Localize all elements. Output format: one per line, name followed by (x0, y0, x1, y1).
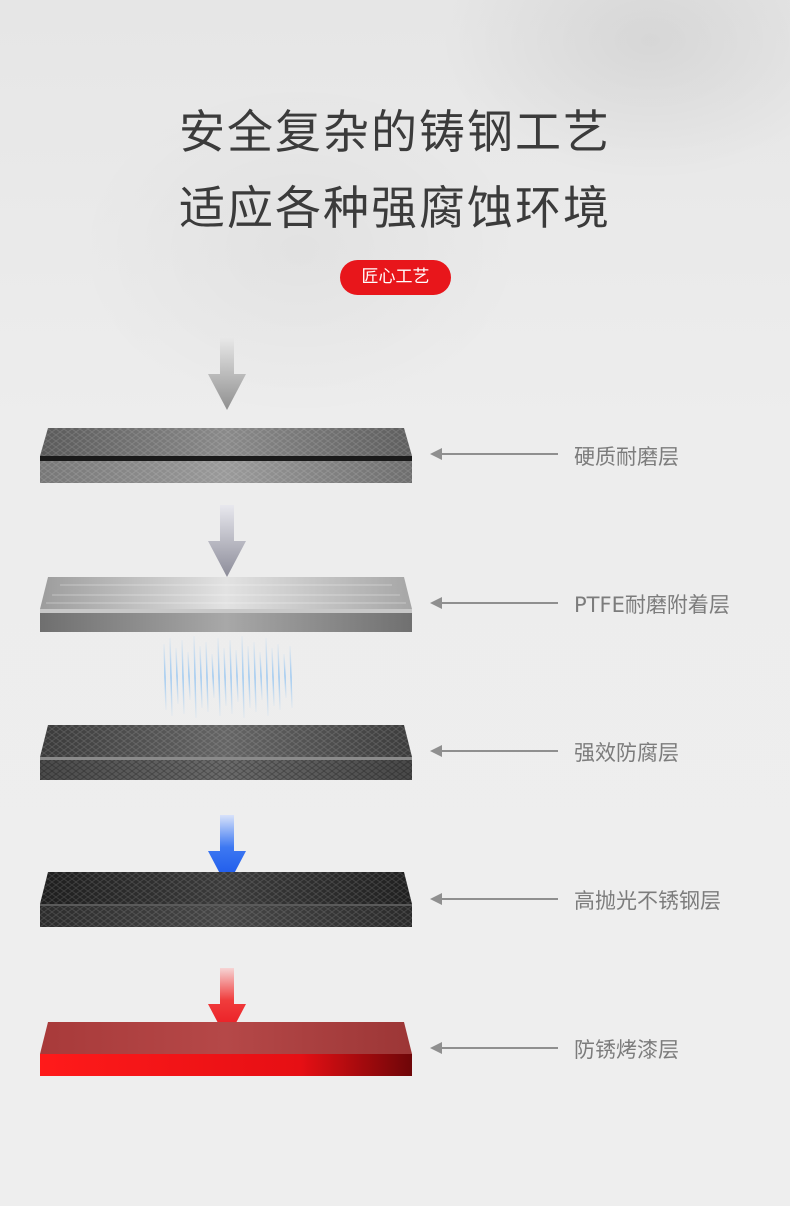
left-arrow-icon (430, 893, 558, 905)
left-arrow-icon (430, 597, 558, 609)
layer-label-stainless: 高抛光不锈钢层 (574, 889, 721, 913)
headline-line-2: 适应各种强腐蚀环境 (179, 181, 611, 235)
down-arrow-icon (208, 338, 246, 410)
slab-anticorrosion-layer (40, 725, 412, 780)
layer-label-ptfe: PTFE耐磨附着层 (574, 593, 730, 617)
craft-badge: 匠心工艺 (340, 260, 451, 295)
wave-icon (163, 635, 293, 719)
slab-ptfe-layer (40, 577, 412, 632)
slab-paint-layer (40, 1022, 412, 1076)
layer-label-hard-wear: 硬质耐磨层 (574, 445, 679, 469)
slab-hard-wear-layer (40, 428, 412, 483)
down-arrow-icon (208, 505, 246, 577)
left-arrow-icon (430, 1042, 558, 1054)
slab-stainless-layer (40, 872, 412, 927)
down-arrow-icon (208, 815, 246, 887)
layer-label-paint: 防锈烤漆层 (574, 1038, 679, 1062)
left-arrow-icon (430, 448, 558, 460)
left-arrow-icon (430, 745, 558, 757)
layer-label-anticorrosion: 强效防腐层 (574, 741, 679, 765)
headline-line-1: 安全复杂的铸钢工艺 (179, 105, 611, 159)
